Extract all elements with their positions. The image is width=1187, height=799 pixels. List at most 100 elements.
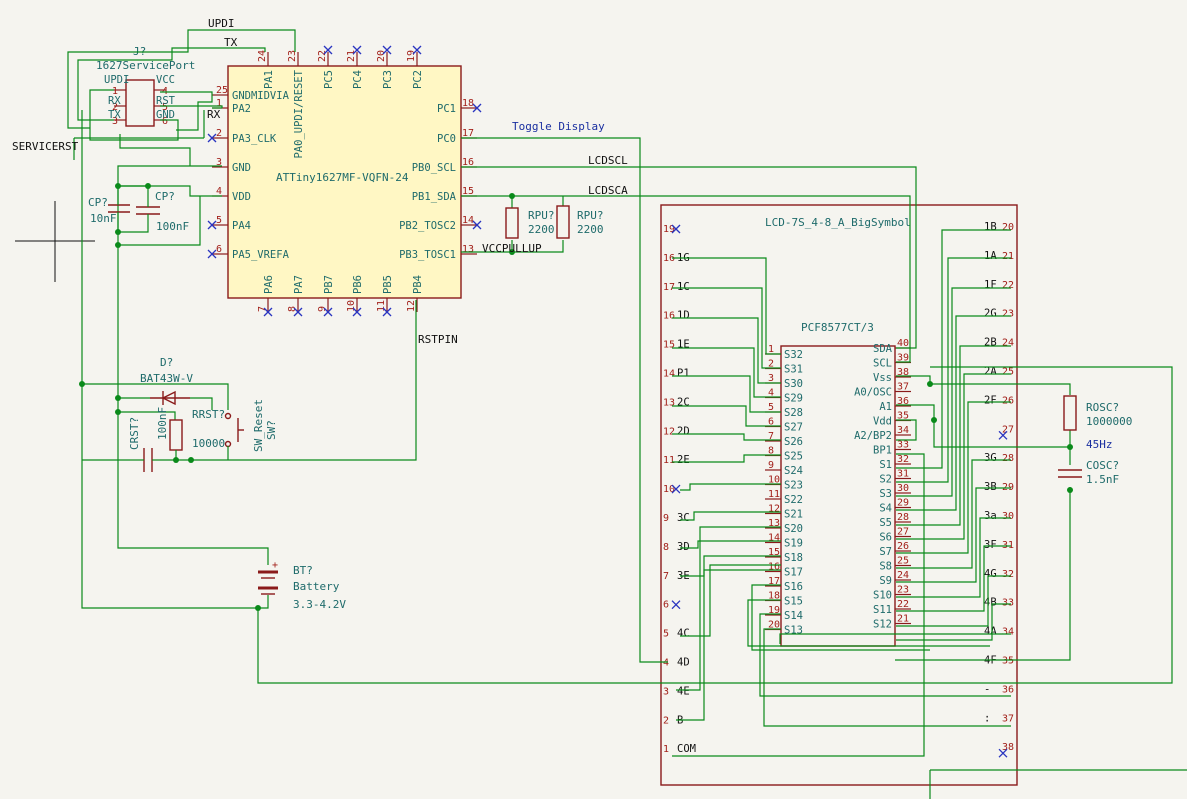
mcu-pin-number: 2	[216, 128, 222, 139]
cap-crst[interactable]: CRST? 100nF	[128, 407, 169, 472]
mcu-pin-number: 15	[462, 186, 474, 197]
pcf-pin-name: S16	[784, 581, 803, 593]
lcd-pin-number: 33	[1002, 598, 1014, 609]
pcf-pin-number: 36	[897, 396, 909, 407]
lcd-pin-number: 8	[663, 542, 669, 553]
pcf-pin-name: A2/BP2	[854, 430, 892, 442]
lcd-pin-name: 3a	[984, 510, 997, 522]
pcf-pin-name: SDA	[873, 343, 893, 355]
mcu-pin-number: 5	[216, 215, 222, 226]
rosc-ref: ROSC?	[1086, 401, 1119, 414]
pcf-pin-number: 23	[897, 585, 909, 596]
pcf-pin-name: S1	[879, 459, 892, 471]
rpu1-value: 2200	[528, 223, 555, 236]
pcf-pin-name: S23	[784, 480, 803, 492]
battery[interactable]: + BT? Battery 3.3-4.2V	[258, 560, 346, 611]
mcu-pin-name: PC4	[352, 70, 364, 89]
pcf-pin-name: S12	[873, 619, 892, 631]
pcf-pin-name: S15	[784, 596, 803, 608]
lcd-pin-number: 21	[1002, 251, 1014, 262]
mcu-pin-number: 20	[376, 50, 387, 62]
cap-cosc[interactable]: COSC? 1.5nF	[1058, 459, 1119, 486]
mcu-pin-name: PA6	[263, 275, 275, 294]
pcf-pin-number: 2	[768, 359, 774, 370]
mcu-pin-number: 13	[462, 244, 474, 255]
mcu-pin-name: GNDMIDVIA	[232, 90, 290, 102]
lcd-pin-number: 2	[663, 715, 669, 726]
pcf-pin-number: 26	[897, 541, 909, 552]
mcu-pin-number: 19	[406, 50, 417, 62]
pcf-pin-number: 6	[768, 417, 774, 428]
lcd-pin-number: 19	[663, 224, 675, 235]
mcu-pin-number: 22	[317, 50, 328, 62]
cp1-ref: CP?	[88, 196, 108, 209]
crosshair-cursor-icon	[15, 201, 95, 282]
pcf-pin-number: 34	[897, 425, 909, 436]
resistor-rosc[interactable]: ROSC? 1000000	[1063, 395, 1132, 431]
mcu-pin-name: PB3_TOSC1	[399, 249, 456, 261]
pcf-pin-name: S27	[784, 422, 803, 434]
pcf-pin-name: S6	[879, 532, 892, 544]
j1-pin-name: TX	[108, 109, 121, 121]
lcd-pin-number: 10	[663, 484, 675, 495]
cosc-ref: COSC?	[1086, 459, 1119, 472]
service-port-connector[interactable]: J? 1627ServicePort 1UPDI2RX3TX4VCC5RST6G…	[96, 45, 195, 127]
pcf-pin-name: S19	[784, 538, 803, 550]
lcd-pin-name: 2B	[984, 337, 997, 349]
pcf-pin-number: 4	[768, 388, 774, 399]
j1-pin-number: 2	[112, 102, 118, 113]
diode-bat43w[interactable]: D? BAT43W-V	[140, 356, 193, 406]
pcf-pin-number: 11	[768, 489, 780, 500]
pcf-pin-name: S2	[879, 474, 892, 486]
pcf-pin-name: BP1	[873, 445, 892, 457]
pcf-pin-number: 1	[768, 344, 774, 355]
lcd-pin-name: 3G	[984, 452, 997, 464]
cap-cp2[interactable]: CP? 100nF	[136, 190, 189, 233]
pcf-pin-name: S18	[784, 552, 803, 564]
lcd-pin-number: 25	[1002, 367, 1014, 378]
pcf-pin-number: 12	[768, 504, 780, 515]
mcu-value: ATTiny1627MF-VQFN-24	[276, 171, 409, 184]
mcu-pin-number: 10	[346, 300, 357, 312]
lcd-pin-number: 26	[1002, 395, 1014, 406]
pcf-pin-name: S13	[784, 625, 803, 637]
mcu-pin-number: 1	[216, 98, 222, 109]
lcd-pin-name: 1F	[984, 279, 997, 291]
osc-frequency: 45Hz	[1086, 438, 1113, 451]
lcd-pin-number: 34	[1002, 627, 1014, 638]
resistor-rpu2[interactable]: RPU? 2200	[556, 205, 604, 239]
lcd-pin-number: 1	[663, 744, 669, 755]
lcd-pin-number: 36	[1002, 684, 1014, 695]
pcf-pin-number: 13	[768, 518, 780, 529]
pcf-pin-number: 25	[897, 556, 909, 567]
pcf-pin-name: Vdd	[873, 416, 892, 428]
pcf-pin-number: 21	[897, 614, 909, 625]
switch-value: SW_Reset	[252, 399, 265, 452]
pcf-pin-name: S4	[879, 503, 892, 515]
resistor-rpu1[interactable]: RPU? 2200	[505, 207, 555, 239]
mcu-pin-name: PC0	[437, 133, 456, 145]
lcd-pin-number: 9	[663, 513, 669, 524]
mcu-pin-name: PB2_TOSC2	[399, 220, 456, 232]
lcd-pin-number: 23	[1002, 309, 1014, 320]
mcu-pin-name: PB5	[382, 275, 394, 294]
cap-cp1[interactable]: CP? 10nF	[88, 186, 130, 232]
pcf-pin-name: S10	[873, 590, 892, 602]
pcf-pin-name: S25	[784, 451, 803, 463]
lcd-pin-number: 32	[1002, 569, 1014, 580]
switch-reset[interactable]: SW_Reset SW?	[224, 399, 279, 460]
mcu-pin-number: 24	[257, 50, 268, 62]
mcu-pin-name: PB1_SDA	[412, 191, 457, 203]
pcf-pin-number: 20	[768, 620, 780, 631]
resistor-rrst[interactable]: RRST? 10000	[169, 408, 225, 460]
net-toggle-display: Toggle Display	[512, 120, 605, 133]
mcu-pin-name: PA3_CLK	[232, 133, 277, 145]
lcd-pin-name: 2D	[677, 425, 690, 437]
